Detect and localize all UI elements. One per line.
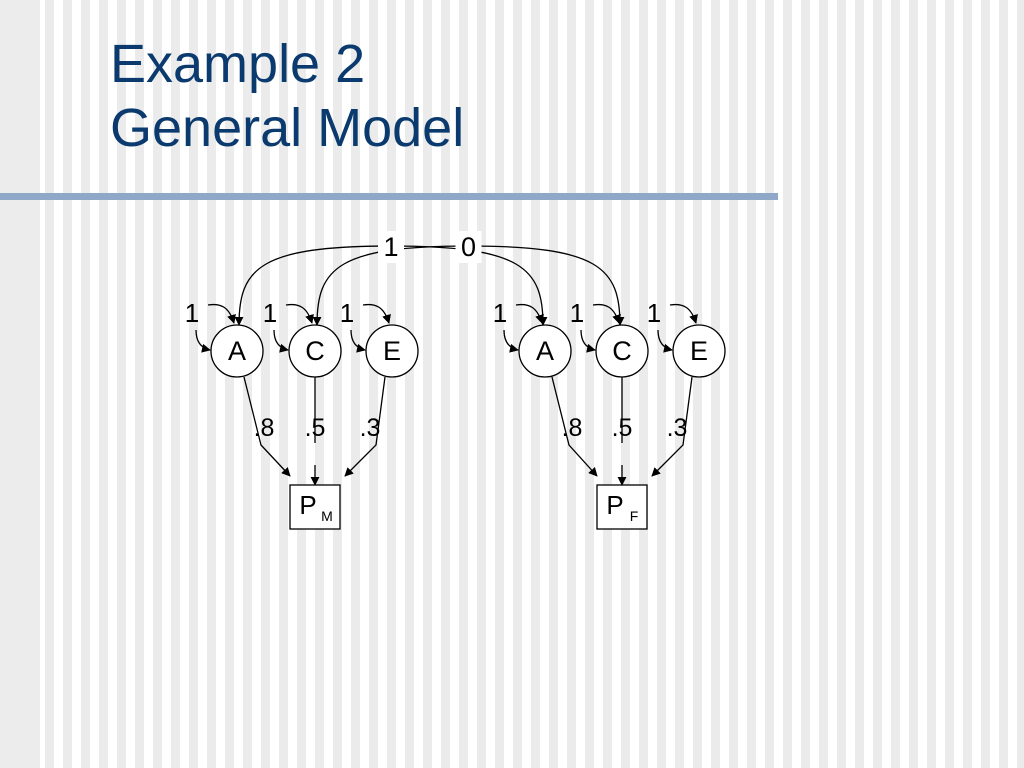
variance-arrow-bottom [350,329,366,353]
variance-label: 1 [340,298,354,328]
path-coefficient: .8 [254,414,275,442]
variance-label: 1 [493,298,507,328]
factor-label: A [228,336,246,366]
path-arrow [243,376,291,477]
factor-node-c [288,324,342,378]
variance-label: 1 [185,298,199,328]
variance-label: 1 [570,298,584,328]
phenotype-subscript: F [630,508,639,524]
phenotype-box [596,484,648,530]
variance-arrow-bottom [273,329,289,353]
variance-arrow-bottom [195,329,211,353]
title-line-1: Example 2 [110,34,366,94]
phenotype-label: P [299,490,316,520]
covariance-arc-left [234,245,392,326]
variance-arrow-bottom [580,329,596,353]
title-divider [0,193,778,200]
variance-arrow-top [285,303,314,324]
covariance-label: 1 [383,232,398,262]
path-coefficient: .8 [562,414,583,442]
covariance-arc-right [468,245,625,326]
path-coefficient: .5 [612,414,633,442]
variance-arrow-top [207,303,236,324]
variance-arrow-bottom [657,329,673,353]
variance-label: 1 [263,298,277,328]
path-arrow [551,376,598,477]
factor-node-c [595,324,649,378]
factor-label: E [383,336,401,366]
title-line-2: General Model [110,98,465,158]
path-coefficient: .3 [360,414,381,442]
covariance-label-bg [455,231,482,263]
factor-label: C [612,336,632,366]
path-arrow [344,376,386,477]
factor-node-a [518,324,572,378]
covariance-label-bg [378,231,404,263]
variance-arrow-top [362,303,391,324]
variance-label: 1 [647,298,661,328]
path-coefficient: .5 [305,414,326,442]
covariance-arc-right [390,245,548,326]
covariance-label: 0 [461,232,476,262]
factor-label: E [690,336,708,366]
factor-label: C [305,336,325,366]
phenotype-label: P [606,490,623,520]
variance-arrow-top [515,303,544,324]
factor-node-a [210,324,264,378]
phenotype-box [289,484,341,530]
variance-arrow-bottom [503,329,519,353]
variance-arrow-top [669,303,698,324]
phenotype-subscript: M [321,508,333,524]
slide-title: Example 2 General Model [110,32,464,160]
variance-arrow-top [592,303,621,324]
path-coefficient: .3 [667,414,688,442]
factor-node-e [672,324,726,378]
factor-node-e [365,324,419,378]
factor-label: A [536,336,554,366]
path-arrow [651,376,693,477]
